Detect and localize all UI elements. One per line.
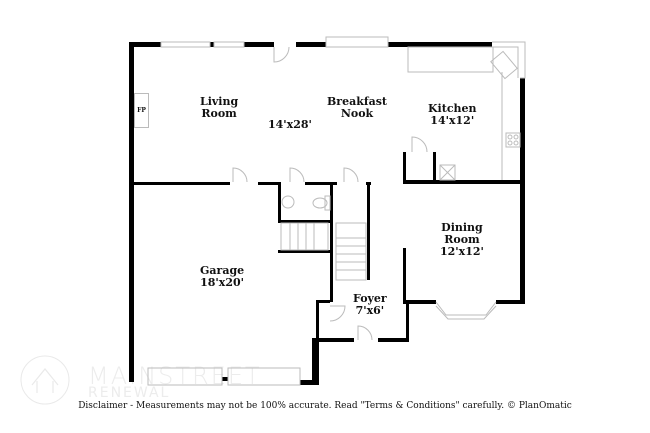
room-name: Dining — [441, 221, 483, 234]
room-dimension: 7'x6' — [355, 304, 385, 317]
room-name: Breakfast — [327, 95, 387, 108]
room-name: Kitchen — [428, 102, 477, 115]
room-dimension: 18'x20' — [200, 276, 245, 289]
room-name: Room — [444, 233, 480, 246]
fireplace: FP — [134, 93, 149, 128]
room-name: Room — [201, 107, 237, 120]
room-garage: Garage 18'x20' — [200, 265, 244, 289]
room-foyer: Foyer 7'x6' — [353, 293, 387, 317]
room-name: Garage — [200, 264, 245, 277]
room-name: Nook — [340, 107, 374, 120]
room-kitchen: Kitchen 14'x12' — [428, 103, 477, 127]
room-breakfast-nook: Breakfast Nook — [327, 96, 387, 120]
room-dimension-living-nook: 14'x28' — [268, 118, 312, 131]
room-dining: Dining Room 12'x12' — [440, 222, 484, 258]
room-name: Living — [200, 95, 239, 108]
room-name: Foyer — [353, 292, 387, 305]
room-dimension: 12'x12' — [440, 245, 484, 258]
windows-fixtures — [147, 36, 526, 386]
watermark-logo-icon — [20, 355, 70, 405]
room-dimension: 14'x12' — [430, 114, 475, 127]
disclaimer: Disclaimer - Measurements may not be 100… — [78, 401, 572, 411]
watermark-subtext: RENEWAL — [88, 385, 171, 401]
room-living: Living Room — [200, 96, 238, 120]
walls — [129, 42, 525, 385]
